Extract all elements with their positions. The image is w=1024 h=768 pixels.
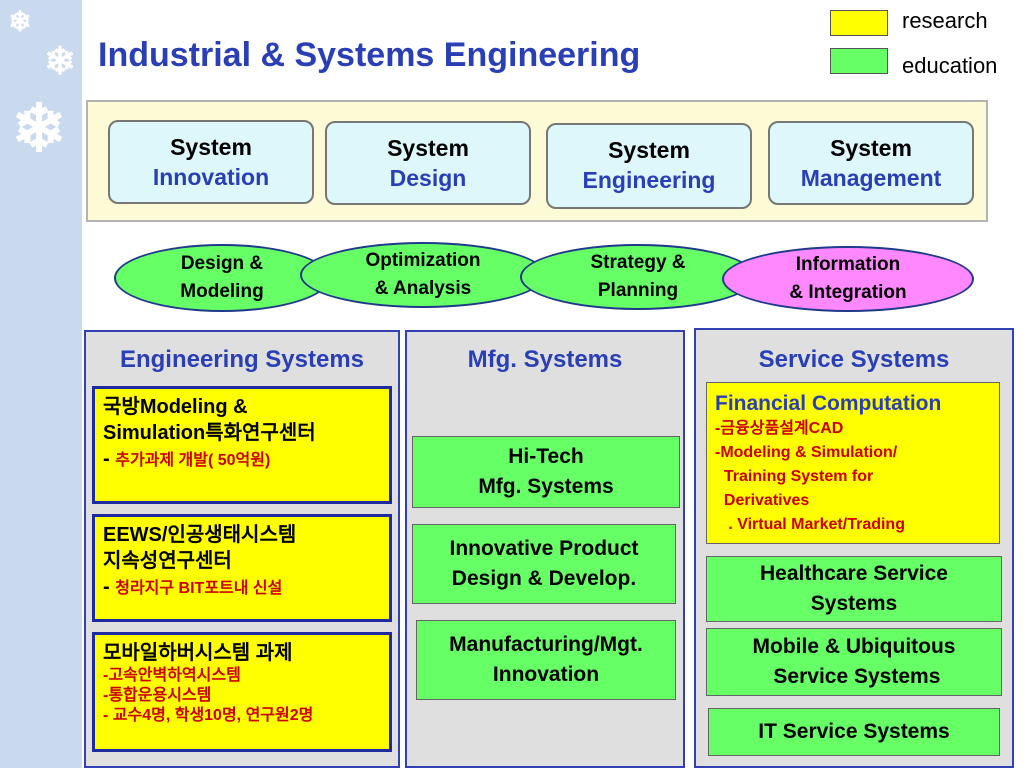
box-text: Healthcare Service <box>760 562 948 585</box>
mobile-harbor-box: 모바일하버시스템 과제 -고속안벽하역시스템 -통합운용시스템 - 교수4명, … <box>92 632 392 752</box>
financial-item: Training System for <box>715 468 874 485</box>
legend-label-research: research <box>902 8 988 33</box>
innovative-product-box: Innovative Product Design & Develop. <box>412 524 676 604</box>
box-detail: - 교수4명, 학생10명, 연구원2명 <box>103 707 314 724</box>
financial-item: Derivatives <box>715 492 810 509</box>
focus-design-modeling: Design & Modeling <box>114 244 330 312</box>
box-detail: -통합운용시스템 <box>103 687 212 704</box>
box-text: EEWS/인공생태시스템 <box>103 524 297 546</box>
financial-heading: Financial Computation <box>715 392 942 415</box>
box-dash: - <box>103 448 116 470</box>
system-sublabel: Management <box>800 165 942 191</box>
box-detail: 청라지구 BIT포트내 신설 <box>115 580 283 597</box>
box-text: 특화연구센터 <box>205 422 316 444</box>
eews-box: EEWS/인공생태시스템 지속성연구센터 - 청라지구 BIT포트내 신설 <box>92 514 392 622</box>
box-text: IT Service Systems <box>758 720 950 743</box>
snowflake-icon: ❄ <box>44 41 76 83</box>
mobile-ubiquitous-box: Mobile & Ubiquitous Service Systems <box>706 628 1002 696</box>
system-label: System <box>830 135 912 161</box>
financial-item: -금융상품설계CAD <box>715 420 844 437</box>
snowflake-icon: ❄ <box>11 91 67 165</box>
focus-label: Information <box>795 254 901 275</box>
focus-label: Design & <box>180 253 264 274</box>
decorative-sidebar: ❄ ❄ ❄ <box>0 0 82 768</box>
focus-label: Planning <box>597 280 679 301</box>
box-text: Service Systems <box>767 665 941 688</box>
financial-item: -Modeling & Simulation/ <box>715 444 898 461</box>
system-management-box: System Management <box>768 121 974 205</box>
system-sublabel: Design <box>389 165 467 191</box>
system-engineering-box: System Engineering <box>546 123 752 209</box>
focus-label: Modeling <box>180 281 264 302</box>
box-text: Systems <box>810 592 898 615</box>
box-text: Design & Develop. <box>451 567 637 590</box>
box-text: Mobile & Ubiquitous <box>752 635 956 658</box>
defense-ms-box: 국방Modeling & Simulation특화연구센터 - 추가과제 개발(… <box>92 386 392 504</box>
hitech-mfg-box: Hi-Tech Mfg. Systems <box>412 436 680 508</box>
legend-swatch-education <box>830 48 888 74</box>
system-sublabel: Innovation <box>152 164 270 190</box>
box-text: 모바일하버시스템 과제 <box>103 642 293 664</box>
system-label: System <box>170 134 252 160</box>
focus-label: Strategy & <box>590 252 686 273</box>
engineering-systems-heading: Engineering Systems <box>119 346 365 373</box>
system-design-box: System Design <box>325 121 531 205</box>
box-text: Innovative Product <box>449 537 639 560</box>
system-label: System <box>387 135 469 161</box>
box-dash: - <box>103 576 116 598</box>
box-text: Modeling & <box>139 396 248 418</box>
box-detail: -고속안벽하역시스템 <box>103 667 241 684</box>
box-text: Hi-Tech <box>508 445 584 468</box>
box-text: Simulation <box>103 422 206 444</box>
financial-computation-box: Financial Computation -금융상품설계CAD -Modeli… <box>706 382 1000 544</box>
system-label: System <box>608 137 690 163</box>
box-text: Manufacturing/Mgt. <box>449 633 643 656</box>
system-innovation-box: System Innovation <box>108 120 314 204</box>
focus-label: & Integration <box>789 282 907 303</box>
focus-label: Optimization <box>365 250 481 271</box>
legend-label-education: education <box>902 53 998 78</box>
focus-information-integration: Information & Integration <box>722 246 974 312</box>
box-text: Mfg. Systems <box>478 475 614 498</box>
service-systems-heading: Service Systems <box>758 346 950 373</box>
mfg-systems-heading: Mfg. Systems <box>467 346 623 373</box>
focus-strategy-planning: Strategy & Planning <box>520 244 756 310</box>
system-sublabel: Engineering <box>582 167 716 193</box>
it-service-box: IT Service Systems <box>708 708 1000 756</box>
page-title: Industrial & Systems Engineering <box>98 36 641 74</box>
financial-item: . Virtual Market/Trading <box>715 516 905 533</box>
healthcare-service-box: Healthcare Service Systems <box>706 556 1002 622</box>
snowflake-icon: ❄ <box>8 6 32 37</box>
box-detail: 추가과제 개발( 50억원) <box>115 452 271 469</box>
manufacturing-mgt-box: Manufacturing/Mgt. Innovation <box>416 620 676 700</box>
box-text: 지속성연구센터 <box>103 550 232 572</box>
focus-label: & Analysis <box>374 278 472 299</box>
focus-optimization-analysis: Optimization & Analysis <box>300 242 546 308</box>
legend-swatch-research <box>830 10 888 36</box>
box-text: Innovation <box>492 663 600 686</box>
box-text: 국방 <box>103 396 140 418</box>
